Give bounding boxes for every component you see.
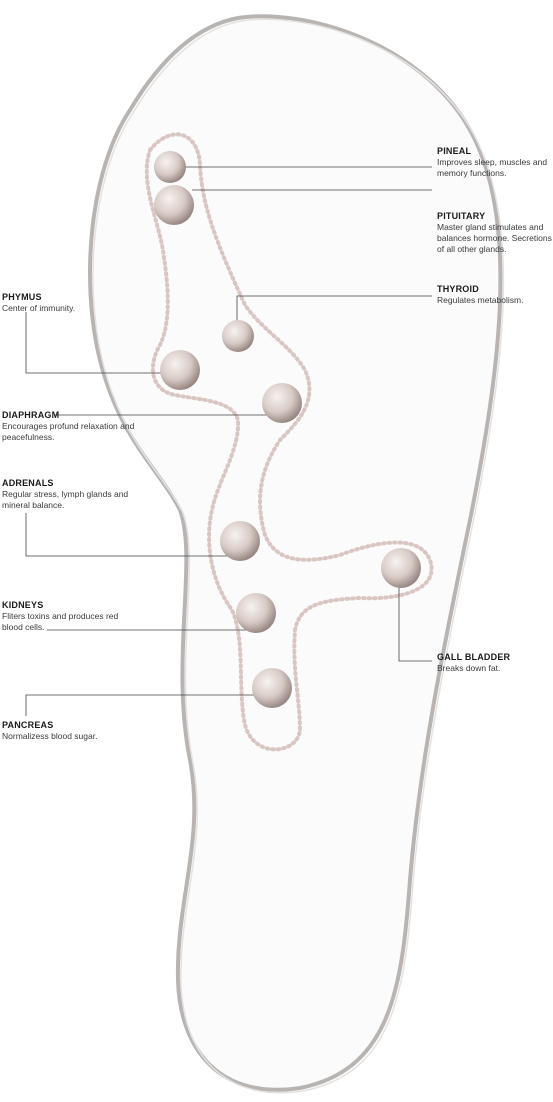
label-adrenals: ADRENALS Regular stress, lymph glands an… bbox=[2, 478, 142, 511]
pineal-description: Improves sleep, muscles and memory funct… bbox=[437, 157, 548, 178]
label-diaphragm: DIAPHRAGM Encourages profund relaxation … bbox=[2, 410, 142, 443]
label-gall-bladder: GALL BLADDER Breaks down fat. bbox=[437, 652, 553, 674]
gall-bladder-description: Breaks down fat. bbox=[437, 663, 501, 673]
adrenals-description: Regular stress, lymph glands and mineral… bbox=[2, 489, 129, 510]
kidneys-title: KIDNEYS bbox=[2, 600, 44, 610]
phymus-point bbox=[160, 350, 200, 390]
phymus-leader bbox=[25, 312, 178, 374]
thyroid-leader bbox=[236, 295, 432, 330]
gall-bladder-leader bbox=[398, 570, 432, 662]
phymus-title: PHYMUS bbox=[2, 292, 42, 302]
adrenals-title: ADRENALS bbox=[2, 478, 54, 488]
foot-outline bbox=[88, 14, 505, 1094]
label-pituitary: PITUITARY Master gland stimulates and ba… bbox=[437, 211, 553, 255]
pancreas-description: Normalizess blood sugar. bbox=[2, 731, 98, 741]
diaphragm-description: Encourages profund relaxation and peacef… bbox=[2, 421, 135, 442]
thyroid-point bbox=[222, 320, 254, 352]
pancreas-title: PANCREAS bbox=[2, 720, 54, 730]
leader-lines bbox=[25, 166, 432, 716]
label-pineal: PINEAL Improves sleep, muscles and memor… bbox=[437, 146, 553, 179]
label-pancreas: PANCREAS Normalizess blood sugar. bbox=[2, 720, 142, 742]
gall-bladder-point bbox=[381, 548, 421, 588]
pineal-point bbox=[154, 151, 186, 183]
reflex-zone-outline bbox=[144, 132, 434, 752]
thyroid-title: THYROID bbox=[437, 284, 479, 294]
adrenals-leader bbox=[25, 513, 238, 557]
pituitary-point bbox=[154, 185, 194, 225]
label-thyroid: THYROID Regulates metabolism. bbox=[437, 284, 553, 306]
pituitary-title: PITUITARY bbox=[437, 211, 486, 221]
pancreas-point bbox=[252, 668, 292, 708]
reflex-points bbox=[154, 151, 421, 708]
pancreas-leader bbox=[25, 694, 270, 716]
diaphragm-title: DIAPHRAGM bbox=[2, 410, 60, 420]
thyroid-description: Regulates metabolism. bbox=[437, 295, 524, 305]
pineal-title: PINEAL bbox=[437, 146, 472, 156]
gall-bladder-title: GALL BLADDER bbox=[437, 652, 511, 662]
label-phymus: PHYMUS Center of immunity. bbox=[2, 292, 122, 314]
phymus-description: Center of immunity. bbox=[2, 303, 76, 313]
kidneys-description: Fliters toxins and produces red blood ce… bbox=[2, 611, 119, 632]
pituitary-description: Master gland stimulates and balances hor… bbox=[437, 222, 552, 254]
adrenals-point bbox=[220, 521, 260, 561]
diaphragm-point bbox=[262, 383, 302, 423]
kidneys-point bbox=[236, 593, 276, 633]
label-kidneys: KIDNEYS Fliters toxins and produces red … bbox=[2, 600, 132, 633]
